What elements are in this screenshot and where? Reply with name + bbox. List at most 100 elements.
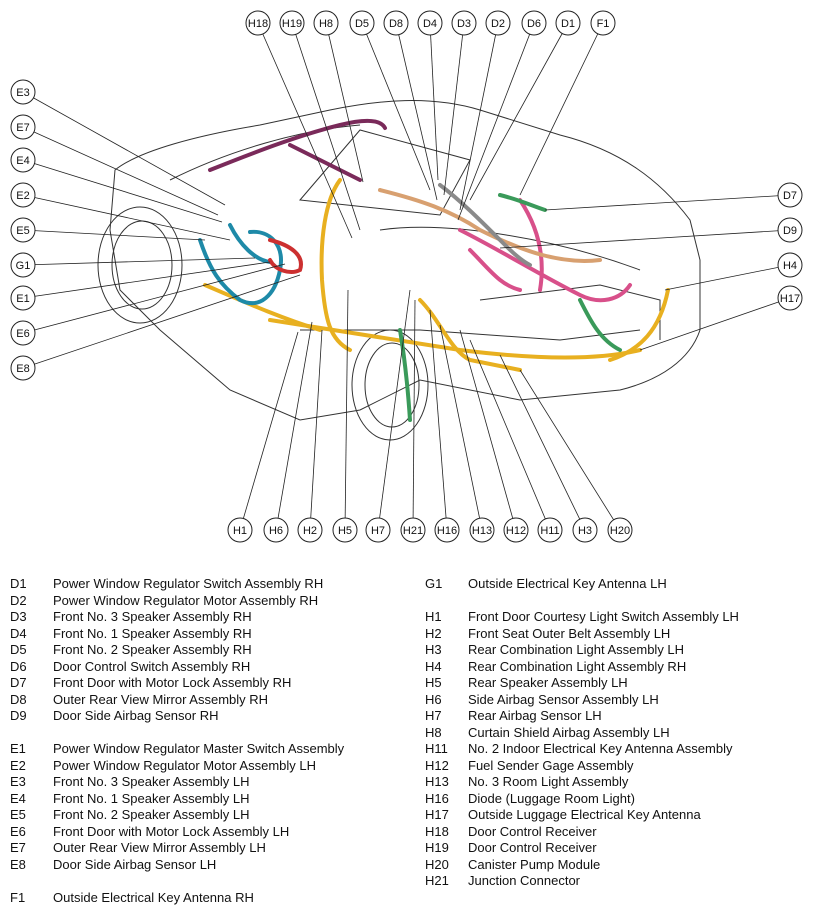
legend-code: D7 <box>10 675 27 690</box>
leader-line-h21 <box>412 299 416 531</box>
callout-circle <box>245 10 271 36</box>
legend-description: Outer Rear View Mirror Assembly RH <box>53 691 269 707</box>
legend-description: Outside Luggage Electrical Key Antenna <box>468 807 701 822</box>
grey-harness <box>438 183 532 267</box>
callout-text: D4 <box>423 18 437 30</box>
legend-description: Rear Combination Light Assembly LH <box>468 642 685 657</box>
callout-text: E7 <box>16 122 29 134</box>
leader-line-h12 <box>459 329 517 531</box>
callout-h19: H19 <box>279 10 305 36</box>
callout-text: E3 <box>16 87 29 99</box>
callout-h2: H2 <box>297 517 323 543</box>
callout-text: H1 <box>233 525 247 537</box>
leader-line-h19 <box>291 22 361 231</box>
legend-description: Door Control Receiver <box>468 823 597 839</box>
leader-line-d7 <box>544 194 791 211</box>
leader-line-h7 <box>377 289 411 531</box>
callout-text: H20 <box>610 525 630 537</box>
leader-line-h1 <box>239 331 299 531</box>
yellow-harness-trunk <box>608 288 670 362</box>
legend-code: E5 <box>10 807 26 822</box>
legend-description: Door Side Airbag Sensor RH <box>53 708 219 723</box>
callout-h5: H5 <box>332 517 358 543</box>
callout-circle <box>469 517 495 543</box>
callout-circle <box>10 79 36 105</box>
leader-line-d6 <box>457 22 535 221</box>
callout-text: E5 <box>16 225 29 237</box>
callout-circle <box>777 252 803 278</box>
legend-description: Front Door Courtesy Light Switch Assembl… <box>468 609 739 624</box>
rear-wheel <box>351 329 429 441</box>
callout-d5: D5 <box>349 10 375 36</box>
leader-line-h16 <box>429 309 448 531</box>
legend-code: D6 <box>10 658 27 674</box>
legend-description: Outside Electrical Key Antenna LH <box>468 576 667 591</box>
callout-d6: D6 <box>521 10 547 36</box>
legend-description: Front Door with Motor Lock Assembly LH <box>53 823 290 839</box>
leader-line-e7 <box>22 126 219 216</box>
legend-code: H16 <box>425 790 449 806</box>
legend-code: D3 <box>10 609 27 624</box>
leader-line-e6 <box>22 263 286 334</box>
legend-description: Junction Connector <box>468 873 581 888</box>
callout-h3: H3 <box>572 517 598 543</box>
callout-circle <box>400 517 426 543</box>
leader-line-e8 <box>22 274 301 369</box>
callout-text: H19 <box>282 18 302 30</box>
callout-h17: H17 <box>777 285 803 311</box>
green-harness <box>498 193 547 212</box>
callout-text: D9 <box>783 225 797 237</box>
callout-h11: H11 <box>537 517 563 543</box>
callout-h20: H20 <box>607 517 633 543</box>
car-body-outline <box>109 100 701 421</box>
legend-code: D9 <box>10 708 27 723</box>
callout-text: H17 <box>780 293 800 305</box>
callout-circle <box>607 517 633 543</box>
green-harness-rear <box>578 298 622 352</box>
callout-circle <box>521 10 547 36</box>
legend-description: Rear Combination Light Assembly RH <box>468 658 687 674</box>
callout-e8: E8 <box>10 355 36 381</box>
callout-text: H6 <box>269 525 283 537</box>
legend-description: Front No. 3 Speaker Assembly RH <box>53 609 252 624</box>
leader-line-d2 <box>459 22 499 211</box>
callout-d3: D3 <box>451 10 477 36</box>
leader-line-h8 <box>325 22 364 183</box>
callout-h13: H13 <box>469 517 495 543</box>
legend-code: H6 <box>425 691 442 707</box>
leader-line-h20 <box>519 369 621 531</box>
callout-g1: G1 <box>10 252 36 278</box>
callout-e1: E1 <box>10 285 36 311</box>
leader-line-d1 <box>469 22 569 201</box>
tan-harness <box>378 188 602 263</box>
callout-circle <box>10 217 36 243</box>
yellow-harness-rear <box>418 298 522 372</box>
leader-line-e2 <box>22 194 231 241</box>
legend-gap <box>425 593 810 610</box>
legend-row-d9: D9 Door Side Airbag Sensor RH <box>10 708 410 725</box>
callout-text: D5 <box>355 18 369 30</box>
legend-description: Diode (Luggage Room Light) <box>468 790 635 806</box>
callout-d2: D2 <box>485 10 511 36</box>
legend-description: Door Control Receiver <box>468 840 597 855</box>
legend-description: Front Seat Outer Belt Assembly LH <box>468 625 671 641</box>
callout-circle <box>434 517 460 543</box>
legend-description: Front No. 1 Speaker Assembly RH <box>53 625 252 641</box>
